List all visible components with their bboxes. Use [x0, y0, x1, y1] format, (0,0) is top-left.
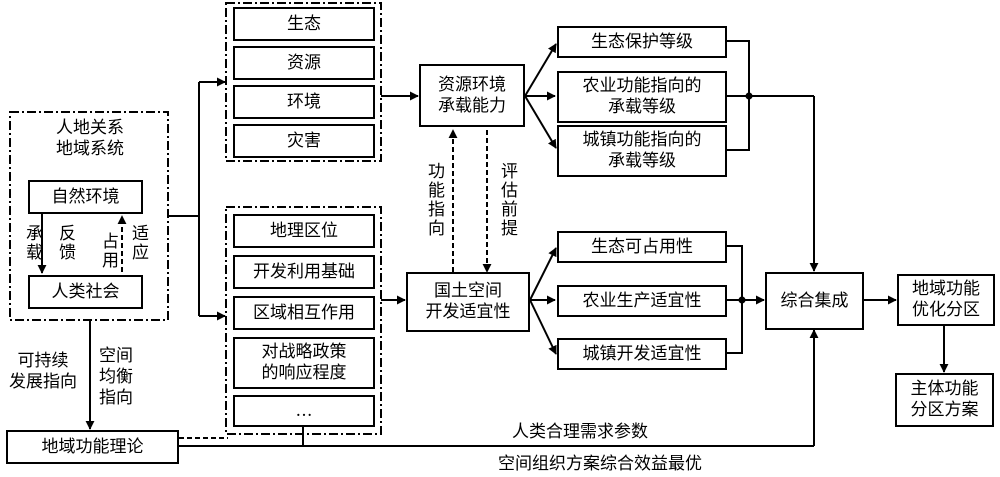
system-title: 人地关系 地域系统 — [56, 118, 124, 159]
label-sustainable-orientation: 可持续 发展指向 — [9, 351, 77, 392]
capacity-output-urban: 城镇功能指向的 承载等级 — [557, 125, 727, 177]
suitability-output-urban: 城镇开发适宜性 — [557, 338, 727, 370]
capacity-output-agriculture: 农业功能指向的 承载等级 — [557, 71, 727, 123]
human-society-box: 人类社会 — [28, 275, 143, 309]
factor-ecology: 生态 — [233, 7, 375, 41]
plan-box: 主体功能 分区方案 — [895, 373, 994, 427]
label-spatial-balance-orientation: 空间 均衡 指向 — [99, 346, 133, 408]
capacity-output-ecology: 生态保护等级 — [557, 26, 727, 58]
suitability-output-ecology: 生态可占用性 — [557, 231, 727, 263]
zoning-box: 地域功能 优化分区 — [897, 274, 995, 326]
label-evaluation-premise: 评估前提 — [497, 162, 517, 238]
natural-environment-box: 自然环境 — [28, 180, 143, 214]
capacity-box: 资源环境 承载能力 — [419, 64, 525, 127]
suitability-output-agriculture: 农业生产适宜性 — [557, 285, 727, 317]
integration-box: 综合集成 — [765, 272, 864, 330]
label-bear: 承载 — [22, 224, 42, 262]
factor-disaster: 灾害 — [233, 124, 375, 158]
label-adapt: 适应 — [128, 224, 148, 262]
label-human-demand-parameters: 人类合理需求参数 — [512, 422, 648, 442]
factor-location: 地理区位 — [233, 214, 375, 248]
factor-development-base: 开发利用基础 — [233, 255, 375, 289]
label-function-orientation: 功能指向 — [424, 162, 444, 238]
theory-box: 地域功能理论 — [6, 430, 179, 464]
factor-regional-interaction: 区域相互作用 — [233, 296, 375, 330]
label-occupy: 占用 — [98, 232, 118, 270]
factor-resources: 资源 — [233, 46, 375, 80]
label-spatial-organization-optimal: 空间组织方案综合效益最优 — [498, 454, 702, 474]
factor-more: … — [233, 395, 375, 427]
factor-environment: 环境 — [233, 85, 375, 119]
factor-policy-response: 对战略政策 的响应程度 — [233, 337, 375, 389]
suitability-box: 国土空间 开发适宜性 — [406, 272, 530, 332]
group-top-container — [225, 2, 382, 162]
label-feedback: 反馈 — [55, 224, 75, 262]
